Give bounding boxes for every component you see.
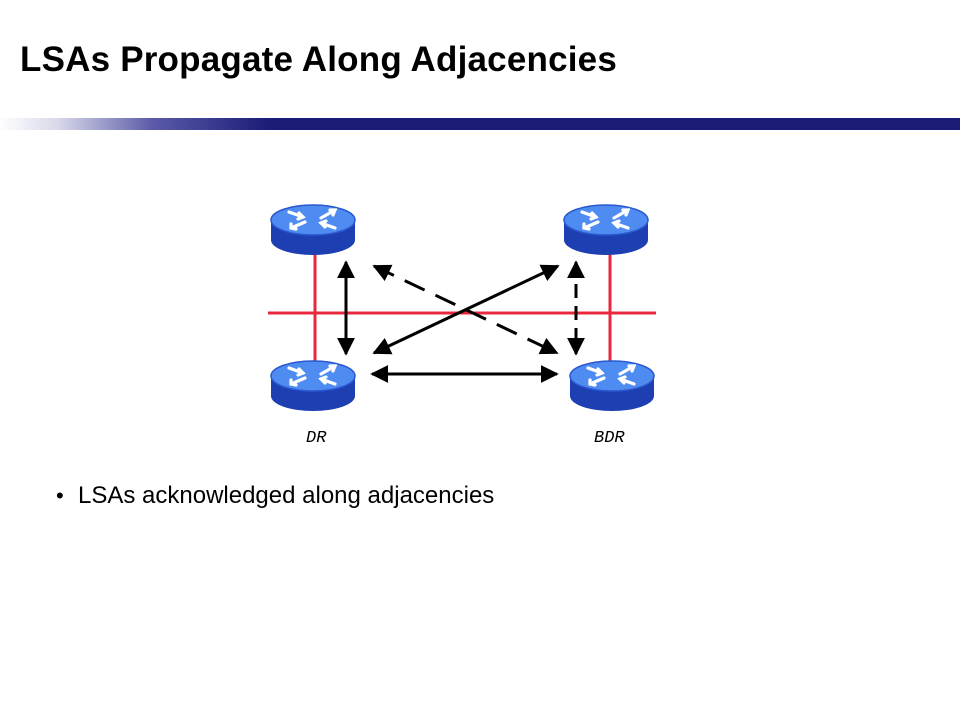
router-icon — [562, 203, 650, 257]
router-label-dr: DR — [306, 429, 327, 448]
router-icon — [269, 359, 357, 413]
slide-title: LSAs Propagate Along Adjacencies — [20, 40, 618, 79]
title-divider — [0, 118, 960, 130]
bullet-item: • LSAs acknowledged along adjacencies — [56, 482, 494, 510]
bullet-icon: • — [56, 483, 64, 508]
router-label-bdr: BDR — [594, 429, 625, 448]
router-icon — [568, 359, 656, 413]
router-icon — [269, 203, 357, 257]
bullet-list: • LSAs acknowledged along adjacencies — [56, 482, 494, 510]
bullet-text: LSAs acknowledged along adjacencies — [78, 482, 495, 509]
